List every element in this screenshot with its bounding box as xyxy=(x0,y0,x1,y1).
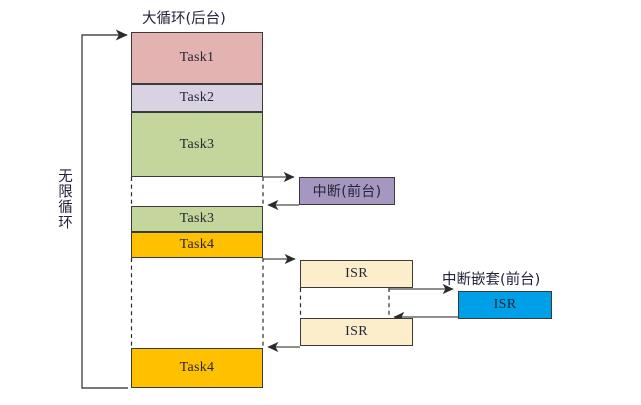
block-isr-nested: ISR xyxy=(458,291,552,319)
dashed-guides-main xyxy=(130,177,264,348)
block-task4-last: Task4 xyxy=(131,348,263,388)
block-task4-first: Task4 xyxy=(131,232,263,258)
loop-bracket-path xyxy=(81,29,128,389)
block-isr-first: ISR xyxy=(300,260,413,288)
infinite-loop-label: 无限循环 xyxy=(56,168,72,230)
block-task1: Task1 xyxy=(131,32,263,84)
main-loop-title: 大循环(后台) xyxy=(142,11,226,27)
dashed-guides-isr xyxy=(299,288,390,318)
block-task3-first: Task3 xyxy=(131,112,263,177)
block-task3-second: Task3 xyxy=(131,206,263,232)
block-isr-second: ISR xyxy=(300,318,413,346)
block-task2: Task2 xyxy=(131,84,263,112)
block-interrupt: 中断(前台) xyxy=(299,177,395,205)
nested-interrupt-title: 中断嵌套(前台) xyxy=(442,272,541,288)
